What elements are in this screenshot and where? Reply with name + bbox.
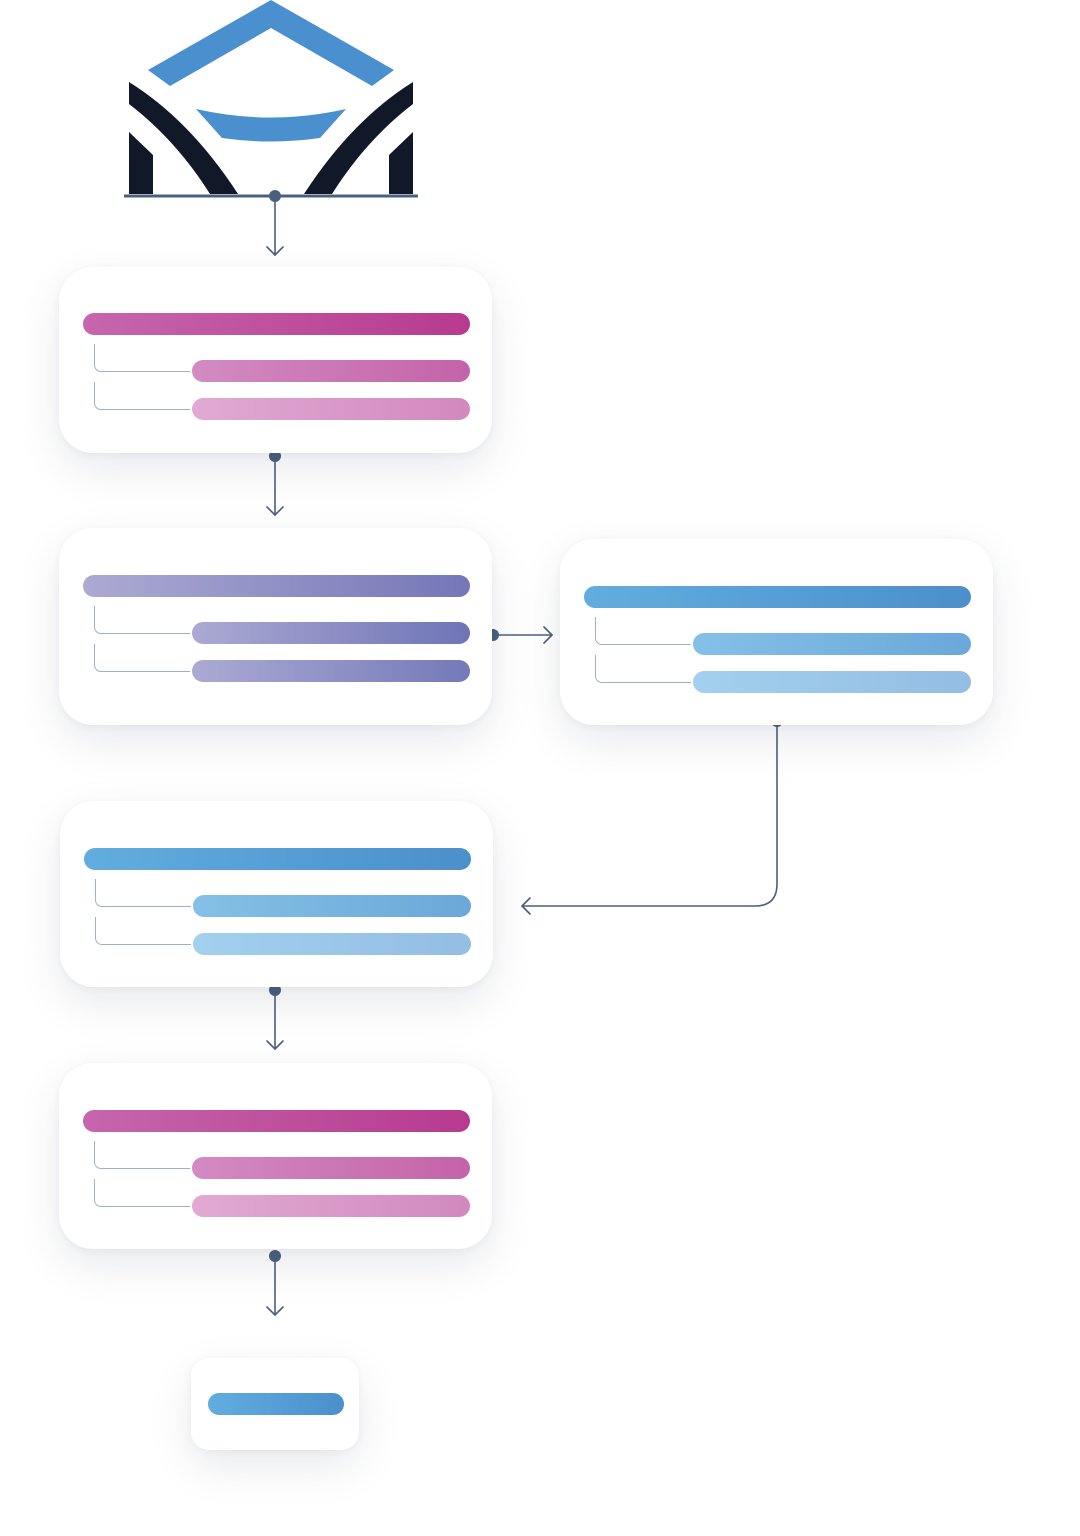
logo-left-arch [129, 82, 238, 194]
tree-branch-line [95, 879, 191, 907]
arrow-head-icon [266, 1040, 284, 1050]
arrow-head-icon [521, 897, 531, 915]
building-logo-icon [124, 0, 418, 198]
diagram-node-2 [59, 528, 492, 725]
tree-branch-line [94, 606, 190, 634]
node-title-bar [83, 313, 470, 335]
node-title-bar [83, 1110, 470, 1132]
node-detail-bar [192, 1157, 470, 1179]
node-detail-bar [192, 360, 470, 382]
connector-dot-icon [269, 190, 281, 202]
logo-left-pillar [129, 132, 153, 194]
node-title-bar [84, 848, 471, 870]
arrow-head-icon [266, 506, 284, 516]
tree-branch-line [95, 917, 191, 945]
arrow-head-icon [266, 1306, 284, 1316]
tree-branch-line [94, 382, 190, 410]
tree-branch-line [94, 1179, 190, 1207]
logo-right-arch [304, 82, 413, 194]
node-detail-bar [193, 895, 471, 917]
node-title-bar [208, 1393, 344, 1415]
edge-node-3-node-4 [521, 720, 778, 907]
logo-right-pillar [389, 132, 413, 194]
connector-dot-icon [269, 450, 281, 462]
connector-dot-icon [269, 1250, 281, 1262]
node-title-bar [83, 575, 470, 597]
node-detail-bar [193, 933, 471, 955]
tree-branch-line [595, 655, 691, 683]
tree-branch-line [595, 617, 691, 645]
diagram-node-6 [191, 1358, 359, 1450]
tree-branch-line [94, 1141, 190, 1169]
node-detail-bar [192, 622, 470, 644]
node-title-bar [584, 586, 971, 608]
node-detail-bar [693, 671, 971, 693]
tree-branch-line [94, 344, 190, 372]
arrow-head-icon [266, 246, 284, 256]
logo-bowl [196, 109, 346, 142]
diagram-node-1 [59, 267, 492, 453]
node-detail-bar [192, 660, 470, 682]
diagram-node-4 [60, 801, 493, 987]
tree-branch-line [94, 644, 190, 672]
node-detail-bar [192, 1195, 470, 1217]
node-detail-bar [693, 633, 971, 655]
diagram-node-3 [560, 539, 993, 725]
logo-roof [148, 0, 394, 86]
connector-dot-icon [269, 984, 281, 996]
arrow-head-icon [543, 626, 553, 644]
diagram-node-5 [59, 1063, 492, 1249]
node-detail-bar [192, 398, 470, 420]
